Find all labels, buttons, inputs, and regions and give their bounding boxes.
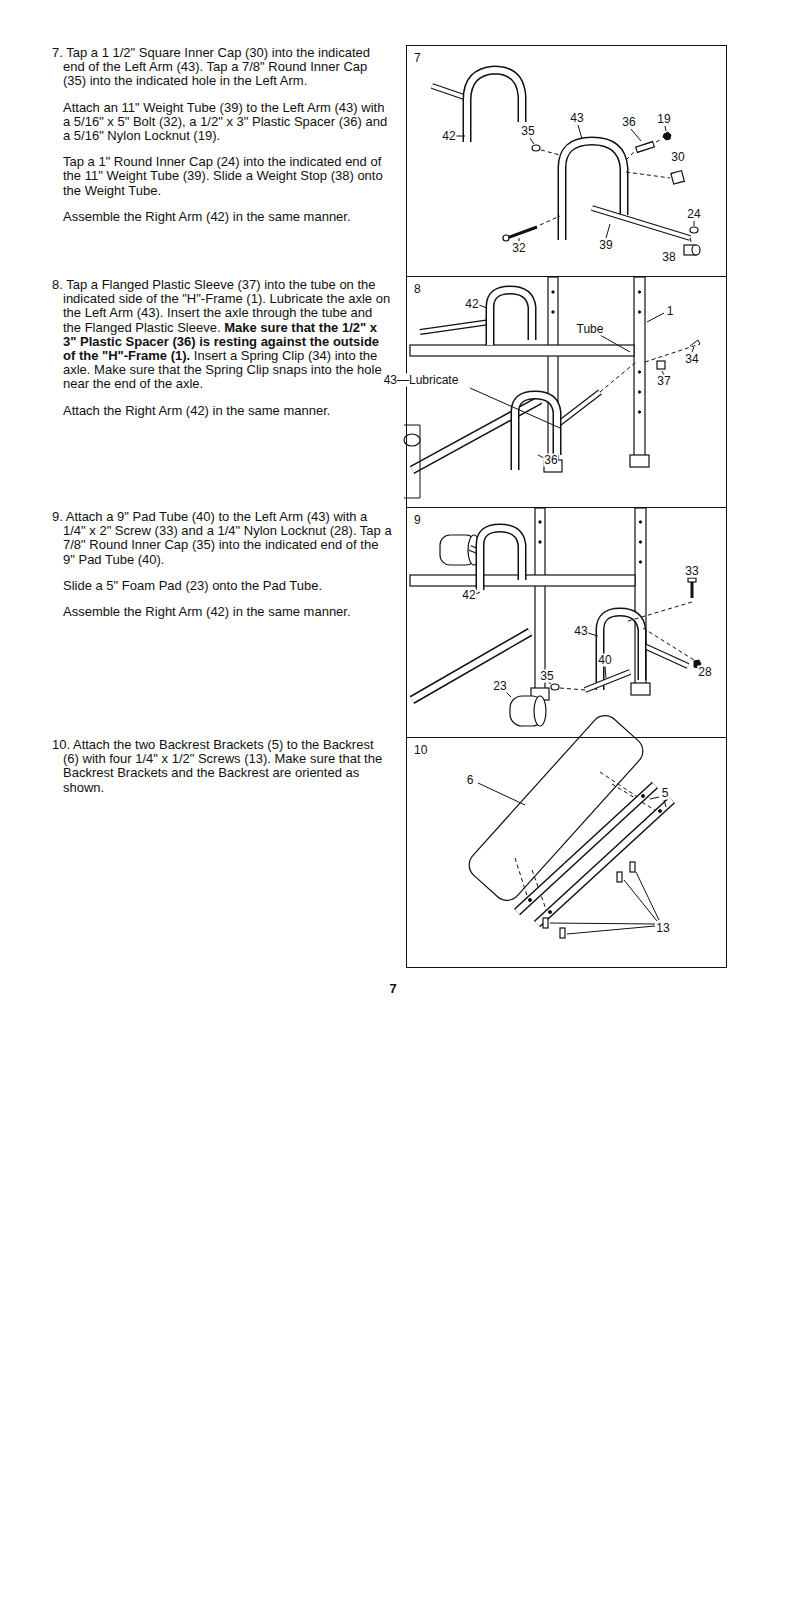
callout-number: 32 [511,242,526,255]
figure-panel: 8 [406,276,727,508]
callout-number: 23 [492,680,507,693]
instruction-paragraph: 7. Tap a 1 1/2" Square Inner Cap (30) in… [52,46,393,89]
instruction-step: 7. Tap a 1 1/2" Square Inner Cap (30) in… [52,46,393,224]
callout-number: 42 [461,589,476,602]
step-number: 8 [414,282,421,296]
callout-number: 40 [597,654,612,667]
callout-number: 36 [543,454,558,467]
callout-number: 13 [655,922,670,935]
instruction-paragraph: Attach the Right Arm (42) in the same ma… [52,404,393,418]
callout-number: 33 [684,565,699,578]
figure-panel: 9 [406,507,727,738]
instruction-text: Assemble the Right Arm (42) in the same … [63,604,351,619]
instruction-text: Tap a 1" Round Inner Cap (24) into the i… [63,154,383,197]
instruction-step: 9. Attach a 9" Pad Tube (40) to the Left… [52,510,393,619]
callout-number: 28 [697,666,712,679]
step-number: 9 [414,513,421,527]
callout-number: Tube [576,323,605,336]
instruction-text: 9. Attach a 9" Pad Tube (40) to the Left… [52,509,392,567]
figure-panel: 10 [406,737,727,968]
callout-number: 24 [686,208,701,221]
callout-number: 34 [684,353,699,366]
callout-number: 19 [656,113,671,126]
callout-number: 35 [539,670,554,683]
callout-number: 1 [666,305,675,318]
instruction-paragraph: 10. Attach the two Backrest Brackets (5)… [52,738,393,795]
instruction-paragraph: Assemble the Right Arm (42) in the same … [52,605,393,619]
callout-number: 6 [466,774,475,787]
instruction-step: 8. Tap a Flanged Plastic Sleeve (37) int… [52,278,393,418]
callout-number: 43 [569,112,584,125]
step-number: 7 [414,51,421,65]
instruction-paragraph: Tap a 1" Round Inner Cap (24) into the i… [52,155,393,198]
instruction-text: Slide a 5" Foam Pad (23) onto the Pad Tu… [63,578,322,593]
instruction-paragraph: 9. Attach a 9" Pad Tube (40) to the Left… [52,510,393,567]
instruction-text: 7. Tap a 1 1/2" Square Inner Cap (30) in… [52,45,370,88]
instruction-paragraph: Assemble the Right Arm (42) in the same … [52,210,393,224]
callout-number: 42 [441,130,456,143]
page-number: 7 [389,981,396,996]
instruction-paragraph: Slide a 5" Foam Pad (23) onto the Pad Tu… [52,579,393,593]
callout-number: 43—Lubricate [383,374,460,387]
callout-number: 37 [656,375,671,388]
instruction-text: 10. Attach the two Backrest Brackets (5)… [52,737,382,795]
step-number: 10 [414,743,427,757]
callout-number: 38 [661,251,676,264]
callout-number: 30 [670,151,685,164]
callout-number: 43 [573,625,588,638]
callout-number: 39 [598,239,613,252]
callout-number: 36 [621,116,636,129]
instruction-text: Attach the Right Arm (42) in the same ma… [63,403,330,418]
instruction-text: Attach an 11" Weight Tube (39) to the Le… [63,100,387,143]
instruction-paragraph: 8. Tap a Flanged Plastic Sleeve (37) int… [52,278,393,392]
callout-number: 5 [661,787,670,800]
callout-number: 42 [464,298,479,311]
instruction-paragraph: Attach an 11" Weight Tube (39) to the Le… [52,101,393,144]
instruction-step: 10. Attach the two Backrest Brackets (5)… [52,738,393,795]
callout-number: 35 [520,125,535,138]
instruction-text: Assemble the Right Arm (42) in the same … [63,209,351,224]
